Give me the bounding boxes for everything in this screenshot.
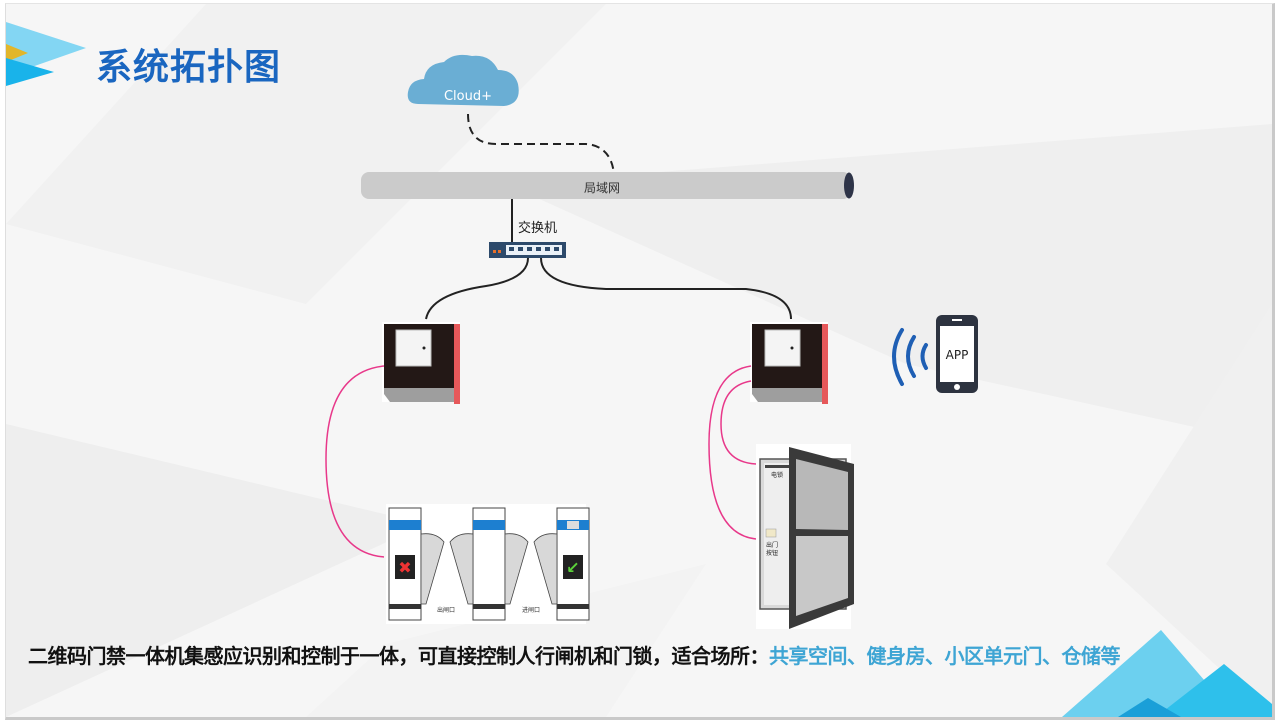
qr-reader-right: 二维码刷卡区 bbox=[750, 322, 828, 404]
arrow-decoration bbox=[6, 44, 28, 62]
door-glass-bottom bbox=[796, 536, 848, 616]
cloud-node: Cloud+ bbox=[407, 54, 519, 106]
exit-button-label-1: 出门 bbox=[766, 541, 778, 549]
lan-pipe-end bbox=[844, 172, 854, 199]
app-node: APP bbox=[892, 315, 978, 393]
switch-led bbox=[498, 250, 501, 253]
switch-right-cable bbox=[540, 257, 792, 320]
door-node: 电锁 出门 按钮 bbox=[756, 444, 854, 629]
lan-bus: 局域网 bbox=[361, 172, 854, 199]
pillar-stripe bbox=[473, 604, 505, 609]
separator: 、 bbox=[1042, 644, 1062, 668]
phone-home-button bbox=[954, 384, 960, 390]
switch-node: 交换机 bbox=[489, 220, 566, 258]
switch-ports bbox=[506, 245, 562, 255]
arrow-icon: ↙ bbox=[566, 558, 579, 577]
topology-diagram: Cloud+ 局域网 交换机 bbox=[325, 54, 978, 629]
exit-gate-label: 出闸口 bbox=[437, 606, 455, 614]
cloud-label: Cloud+ bbox=[444, 89, 492, 104]
entry-gate-label: 进闸口 bbox=[522, 606, 540, 614]
lan-label: 局域网 bbox=[584, 181, 620, 195]
qr-reader-left: 二维码刷卡区 bbox=[382, 322, 460, 404]
pillar-stripe bbox=[557, 604, 589, 609]
reader-sensor bbox=[790, 346, 794, 350]
cloud-connection bbox=[467, 113, 615, 175]
pillar-light bbox=[473, 520, 505, 530]
pillar-display bbox=[567, 521, 579, 529]
pillar-stripe bbox=[389, 604, 421, 609]
turnstile-flap bbox=[420, 533, 445, 605]
stop-indicator bbox=[395, 555, 415, 579]
qr-scan-window bbox=[395, 329, 432, 367]
separator: 、 bbox=[847, 644, 867, 668]
switch-port bbox=[545, 247, 550, 251]
place-warehouse: 仓储等 bbox=[1061, 644, 1121, 668]
turnstile-pillar: ✖ bbox=[388, 507, 422, 621]
qr-scan-window bbox=[764, 329, 801, 367]
place-residential-unit-door: 小区单元门 bbox=[944, 644, 1043, 668]
arrow-decoration bbox=[6, 58, 54, 86]
caption: 二维码门禁一体机集感应识别和控制于一体，可直接控制人行闸机和门锁，适合场所：共享… bbox=[28, 640, 1120, 669]
mountain-decoration bbox=[1156, 664, 1272, 717]
reader-turnstile-cable bbox=[325, 365, 385, 558]
turnstile-pillar: ↙ bbox=[556, 507, 590, 621]
exit-button-label-2: 按钮 bbox=[766, 549, 778, 557]
turnstile-flap bbox=[449, 533, 474, 605]
reader-lock-cable bbox=[720, 380, 757, 465]
switch-led bbox=[493, 250, 496, 253]
wifi-signal-icon bbox=[892, 328, 904, 386]
switch-port bbox=[554, 247, 559, 251]
reader-button-cable bbox=[708, 365, 757, 540]
wifi-signal-arc bbox=[920, 343, 928, 370]
switch-port bbox=[509, 247, 514, 251]
reader-side bbox=[454, 324, 460, 404]
reader-panel bbox=[752, 372, 822, 388]
electric-lock-label: 电锁 bbox=[771, 471, 783, 479]
phone-screen bbox=[940, 326, 974, 382]
exit-button-icon bbox=[765, 528, 777, 538]
switch-port bbox=[536, 247, 541, 251]
door-glass-top bbox=[796, 459, 848, 530]
switch-label: 交换机 bbox=[518, 220, 557, 236]
reader-panel bbox=[384, 372, 454, 388]
wifi-signal-arc bbox=[906, 335, 916, 378]
electric-lock-icon bbox=[765, 465, 789, 468]
mountain-decoration bbox=[1118, 698, 1181, 717]
cloud-icon bbox=[407, 54, 519, 106]
caption-main: 二维码门禁一体机集感应识别和控制于一体，可直接控制人行闸机和门锁，适合场所： bbox=[28, 644, 770, 668]
bg-facet bbox=[506, 124, 1272, 444]
turnstile-flap bbox=[533, 533, 558, 605]
reader-sensor bbox=[422, 346, 426, 350]
switch-left-cable bbox=[425, 257, 529, 320]
bg-facet bbox=[306, 564, 706, 717]
turnstile-flap bbox=[504, 533, 529, 605]
pillar-light bbox=[389, 520, 421, 530]
switch-port bbox=[527, 247, 532, 251]
app-label: APP bbox=[946, 348, 969, 362]
arrow-decoration bbox=[6, 22, 86, 76]
reader-side bbox=[822, 324, 828, 404]
lan-pipe bbox=[361, 172, 851, 199]
place-gym: 健身房 bbox=[866, 644, 926, 668]
turnstile-pillar bbox=[472, 507, 506, 621]
place-shared-space: 共享空间 bbox=[769, 644, 848, 668]
x-mark-icon: ✖ bbox=[398, 558, 411, 577]
turnstile-node: ✖ ↙ 出闸口 进闸口 bbox=[386, 504, 590, 624]
go-indicator bbox=[563, 555, 583, 579]
bg-facet bbox=[6, 424, 426, 717]
slide: 系统拓扑图 Cloud+ 局域网 交换机 bbox=[5, 3, 1275, 720]
bg-facet bbox=[1106, 304, 1272, 717]
separator: 、 bbox=[925, 644, 945, 668]
switch-port bbox=[518, 247, 523, 251]
page-title: 系统拓扑图 bbox=[96, 47, 282, 88]
phone-speaker bbox=[952, 319, 962, 321]
